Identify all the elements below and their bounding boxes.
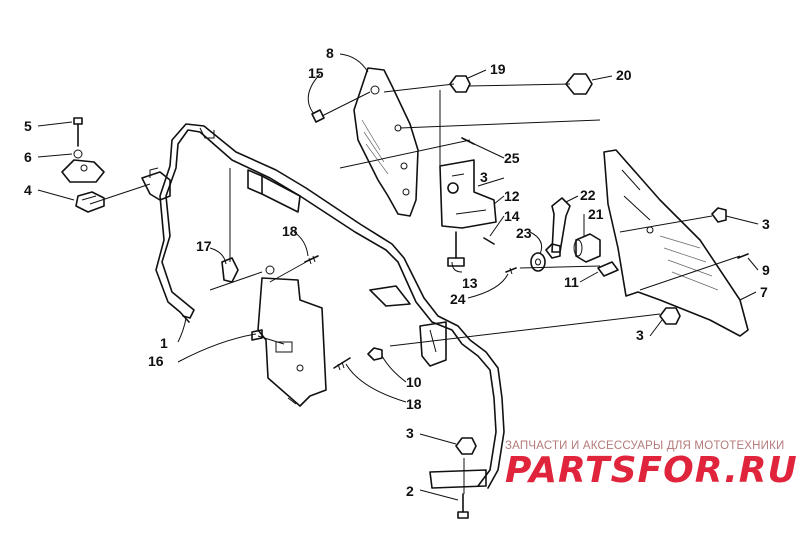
callout-2: 2 — [406, 483, 414, 499]
callout-18-upper: 18 — [282, 223, 298, 239]
callout-3-lower: 3 — [406, 425, 414, 441]
callout-12: 12 — [504, 188, 520, 204]
part-3-nut-linkage — [545, 243, 561, 259]
part-2-bolt — [457, 493, 469, 519]
frame-bracket-mid — [369, 285, 411, 307]
leader-lines — [37, 53, 759, 501]
callout-6: 6 — [24, 149, 32, 165]
callout-25: 25 — [504, 150, 520, 166]
part-18-screw-lower — [333, 357, 351, 371]
callout-4: 4 — [24, 182, 32, 198]
callout-11: 11 — [564, 274, 579, 290]
alignment-lines — [89, 83, 741, 494]
part-16-mount-plate — [257, 265, 327, 407]
callout-22: 22 — [580, 187, 596, 203]
callout-20: 20 — [616, 67, 632, 83]
callout-3-upper: 3 — [480, 169, 488, 185]
callout-14: 14 — [504, 208, 520, 224]
part-3-nut-lower — [455, 437, 477, 455]
callout-3-bottom: 3 — [636, 327, 644, 343]
callout-19: 19 — [490, 61, 506, 77]
part-20-knob — [565, 73, 593, 95]
part-24-bolt — [505, 267, 517, 275]
watermark: ЗАПЧАСТИ И АКСЕССУАРЫ ДЛЯ МОТОТЕХНИКИ PA… — [505, 440, 800, 491]
part-15-rivet — [311, 109, 325, 123]
part-3-nut-upper — [447, 182, 459, 194]
frame-bracket-right — [419, 321, 447, 367]
part-16-stud — [251, 329, 263, 341]
callout-labels: 1 2 3 3 3 3 4 5 6 7 8 9 10 11 12 13 14 1… — [24, 45, 770, 499]
part-22-rod — [551, 197, 571, 253]
callout-13: 13 — [462, 275, 478, 291]
part-21-spacer — [573, 233, 601, 263]
part-3-nut-bottom — [659, 307, 681, 325]
callout-15: 15 — [308, 65, 324, 81]
part-11-clip — [597, 261, 619, 277]
callout-10: 10 — [406, 374, 422, 390]
part-12-small-bracket — [439, 159, 497, 229]
part-18-screw-upper — [304, 255, 319, 265]
part-4-clamp-base — [75, 191, 105, 213]
part-5-bolt — [73, 117, 83, 159]
part-7-side-plate — [603, 149, 749, 337]
callout-3-right: 3 — [762, 216, 770, 232]
callout-5: 5 — [24, 118, 32, 134]
part-10-nut — [367, 347, 383, 361]
watermark-tagline: ЗАПЧАСТИ И АКСЕССУАРЫ ДЛЯ МОТОТЕХНИКИ — [505, 440, 785, 452]
callout-23: 23 — [516, 225, 532, 241]
callout-24: 24 — [450, 291, 466, 307]
part-23-washer — [530, 252, 546, 272]
part-9-screw — [737, 253, 749, 259]
callout-17: 17 — [196, 238, 212, 254]
part-14-pin — [483, 237, 495, 245]
callout-1: 1 — [160, 335, 168, 351]
callout-7: 7 — [760, 284, 768, 300]
part-19-nut — [449, 75, 471, 93]
frame-bracket-left — [141, 167, 171, 201]
frame-tube — [155, 123, 505, 489]
callout-18-lower: 18 — [406, 396, 422, 412]
callout-9: 9 — [762, 262, 770, 278]
callout-21: 21 — [588, 206, 604, 222]
part-17-clip — [221, 168, 239, 283]
part-8-bracket-plate — [353, 67, 419, 217]
part-13-bolt — [447, 231, 465, 267]
callout-16: 16 — [148, 353, 164, 369]
part-6-mount-block — [61, 159, 105, 183]
part-3-nut-right — [711, 207, 727, 223]
watermark-logo: PARTSFOR.RU — [505, 450, 798, 491]
callout-8: 8 — [326, 45, 334, 61]
